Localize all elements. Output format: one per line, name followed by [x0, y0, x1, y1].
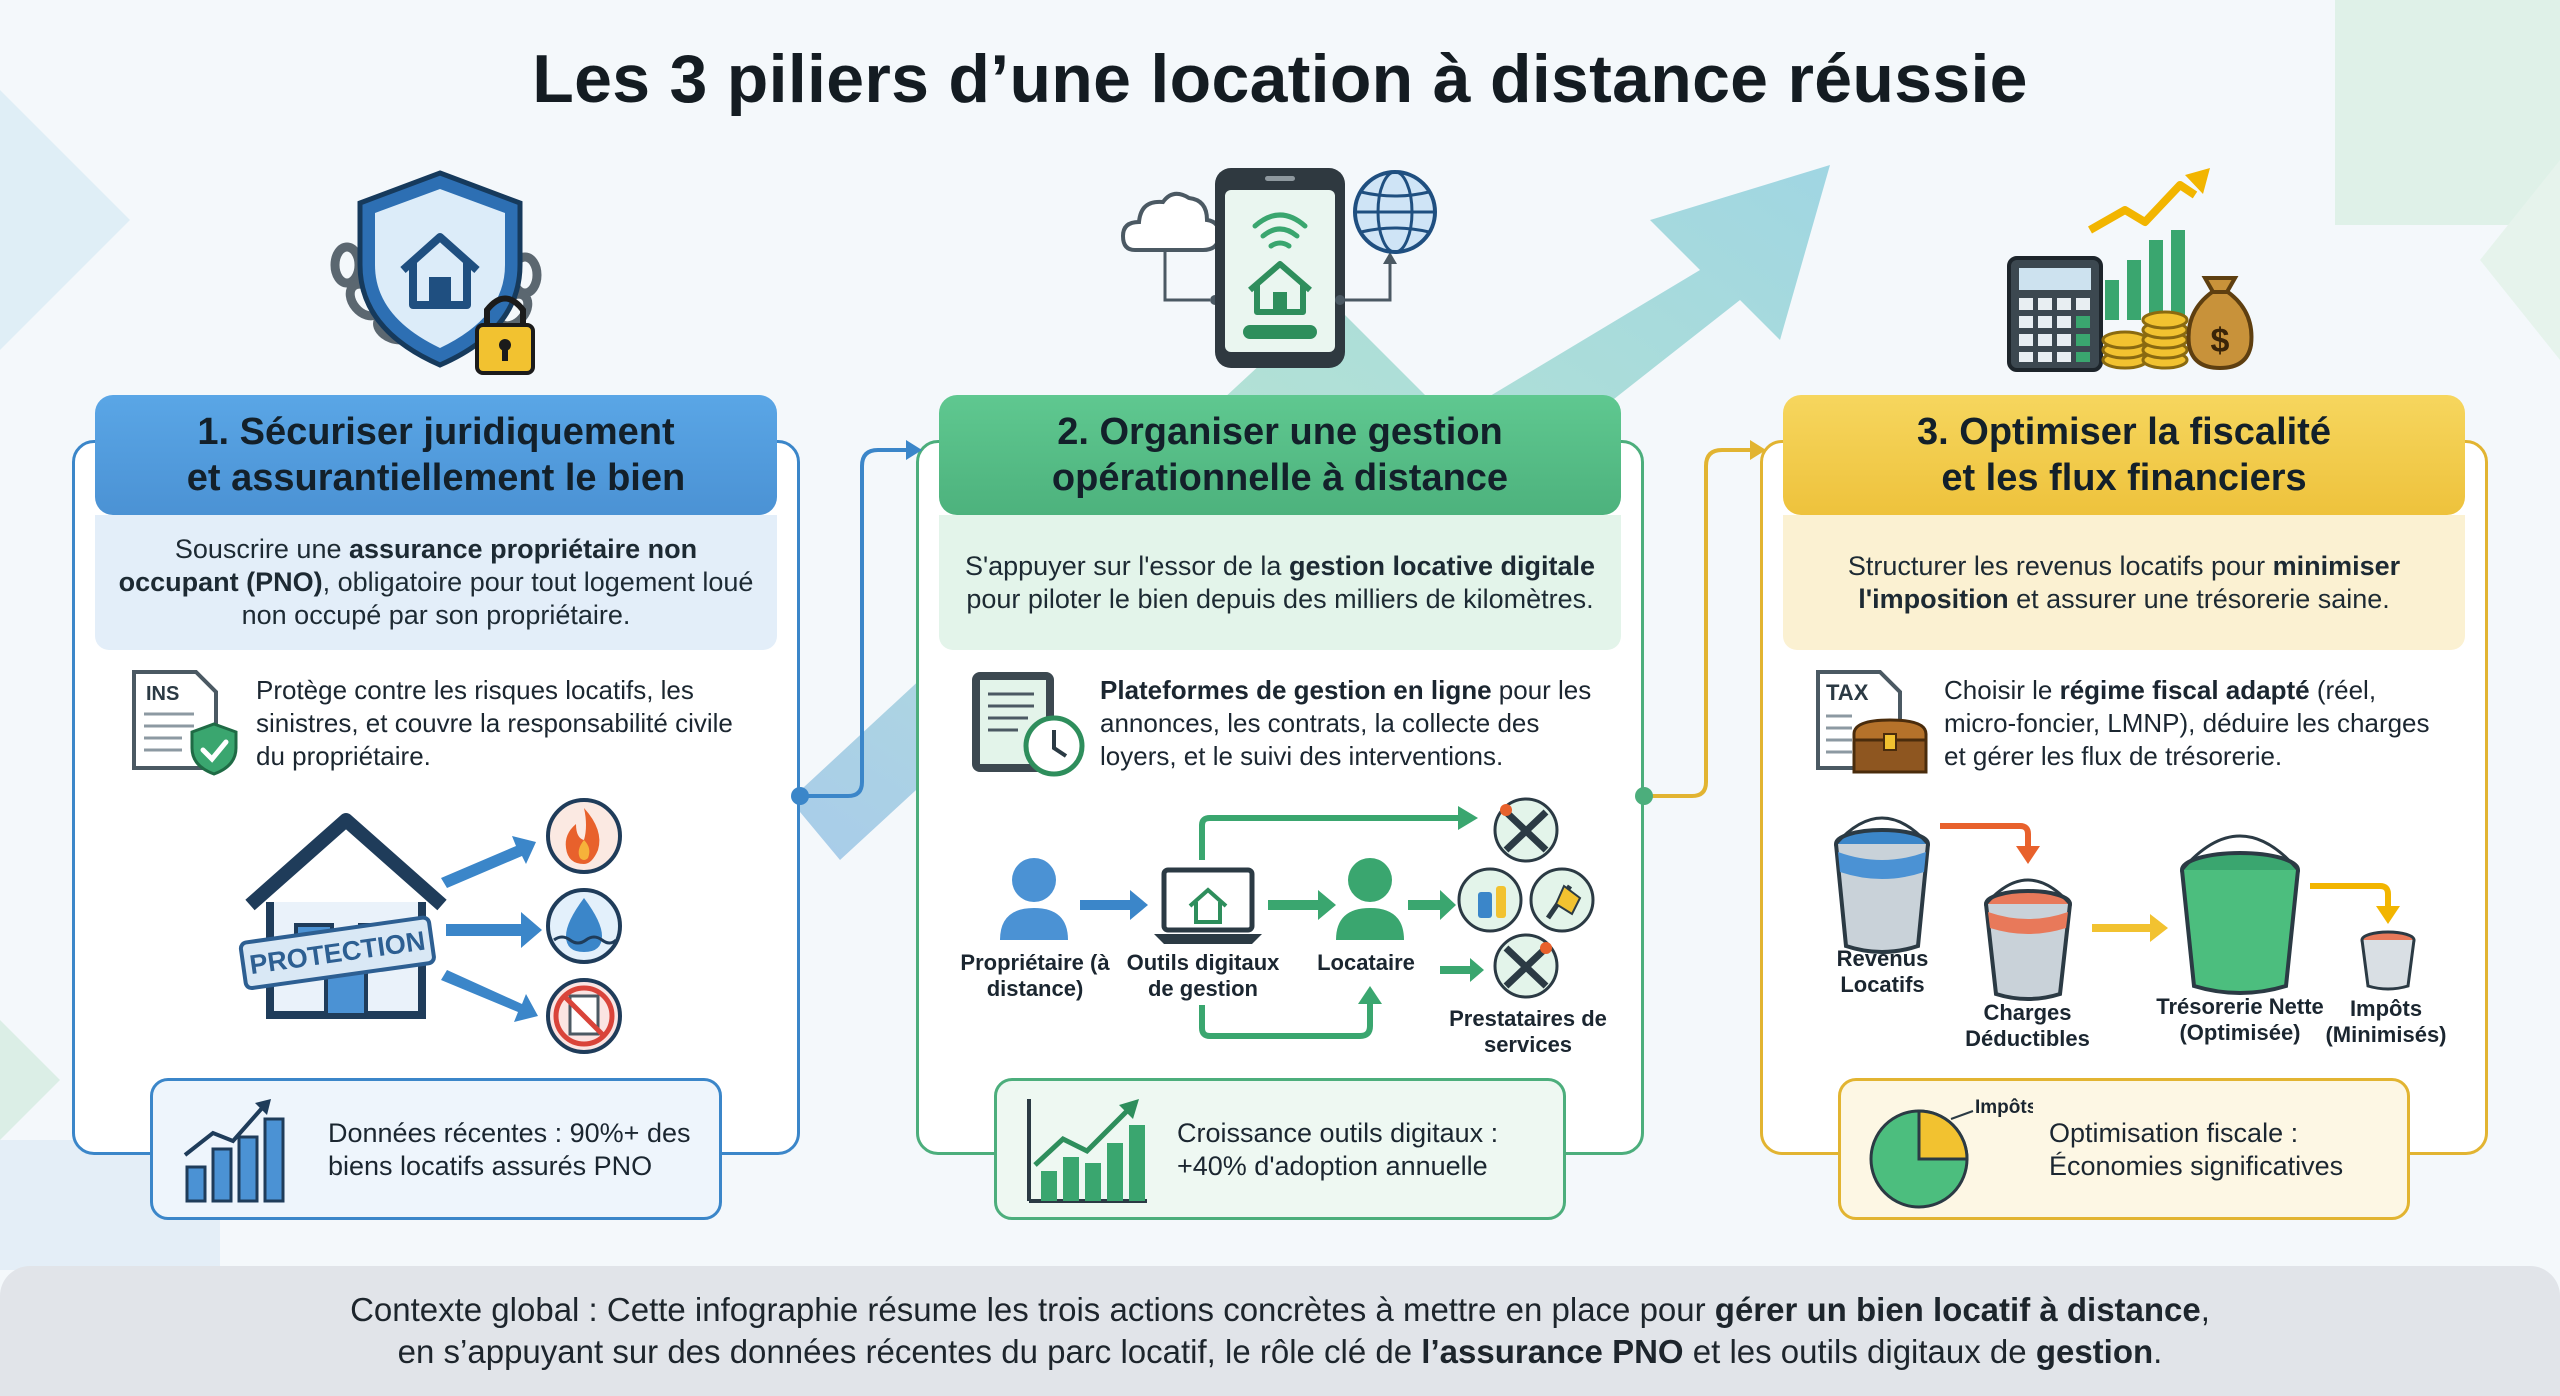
bucket-impots-label: Impôts (Minimisés) — [2325, 996, 2447, 1047]
flow-tenant-label: Locataire — [1317, 950, 1415, 975]
pillar-1-stat-box: Données récentes : 90%+ des biens locati… — [150, 1078, 722, 1220]
treasure-chest-icon — [1852, 718, 1928, 774]
svg-text:INS: INS — [146, 683, 179, 705]
smartphone-icon — [1120, 168, 1437, 368]
bar-chart-icon — [183, 1099, 285, 1203]
tenant-person-icon — [1336, 858, 1404, 940]
bucket-tresorerie-label: Trésorerie Nette (Optimisée) — [2156, 994, 2324, 1045]
wrench-icon — [1493, 933, 1559, 999]
connector-1-2 — [800, 448, 906, 798]
bucket-revenus-label: Revenus Locatifs — [1836, 946, 1929, 997]
calculator-icon: $ — [2007, 168, 2254, 372]
svg-text:$: $ — [2211, 322, 2230, 360]
page-title: Les 3 piliers d’une location à distance … — [532, 41, 2028, 117]
revenue-bucket — [1834, 816, 1930, 954]
bucket-charges-label: Charges Déductibles — [1965, 1000, 2090, 1051]
digital-management-flow — [1000, 797, 1595, 1039]
laptop-icon — [1154, 867, 1262, 944]
tax-document-icon: TAX — [1816, 670, 1928, 774]
svg-text:Impôts réduits: Impôts réduits — [1975, 1097, 2033, 1118]
tools-icon — [1493, 797, 1559, 863]
cash-flow-buckets — [1834, 816, 2416, 1001]
pillar-1-description: Souscrire une assurance propriétaire non… — [95, 515, 777, 650]
insurance-document-icon: INS — [132, 670, 238, 776]
pie-chart-icon: Impôts réduits — [1869, 1097, 2033, 1209]
no-document-icon — [546, 978, 622, 1054]
money-bag-icon: $ — [2186, 276, 2254, 371]
pillar-3-bullet: Choisir le régime fiscal adapté (réel, m… — [1944, 675, 2430, 771]
pillar-3-description: Structurer les revenus locatifs pour min… — [1783, 515, 2465, 650]
coins-icon — [2101, 310, 2189, 370]
pillar-2-stat-box: Croissance outils digitaux : +40% d'adop… — [994, 1078, 1566, 1220]
cleaning-icon — [1457, 867, 1595, 933]
growth-chart-icon — [2088, 168, 2210, 320]
flow-owner-label: Propriétaire (à distance) — [960, 950, 1110, 1001]
fire-icon — [546, 798, 622, 874]
globe-icon — [1335, 170, 1437, 305]
footer-context: Contexte global : Cette infographie résu… — [0, 1266, 2560, 1396]
pillar-2-bullet: Plateformes de gestion en ligne pour les… — [1100, 675, 1592, 771]
pillar-1-bullet: Protège contre les risques locatifs, les… — [256, 675, 733, 771]
tablet-clock-icon — [972, 672, 1085, 777]
house-protection-illustration: PROTECTION — [238, 798, 622, 1054]
flow-tools-label: Outils digitaux de gestion — [1126, 950, 1280, 1001]
treasury-bucket — [2180, 834, 2300, 995]
charges-bucket — [1984, 878, 2072, 1001]
owner-person-icon — [1000, 858, 1068, 940]
shield-house-icon — [330, 170, 542, 375]
pillar-2-description: S'appuyer sur l'essor de la gestion loca… — [939, 515, 1621, 650]
flow-providers-label: Prestataires de services — [1449, 1006, 1607, 1057]
growth-bar-icon — [1027, 1099, 1147, 1203]
pillar-3-stat-box: Impôts réduits Optimisation fiscale : Éc… — [1838, 1078, 2410, 1220]
growth-arrow — [790, 165, 1830, 860]
water-drop-icon — [546, 888, 622, 964]
svg-text:TAX: TAX — [1826, 680, 1869, 705]
connector-2-3 — [1644, 448, 1750, 798]
tax-bucket — [2360, 930, 2416, 991]
